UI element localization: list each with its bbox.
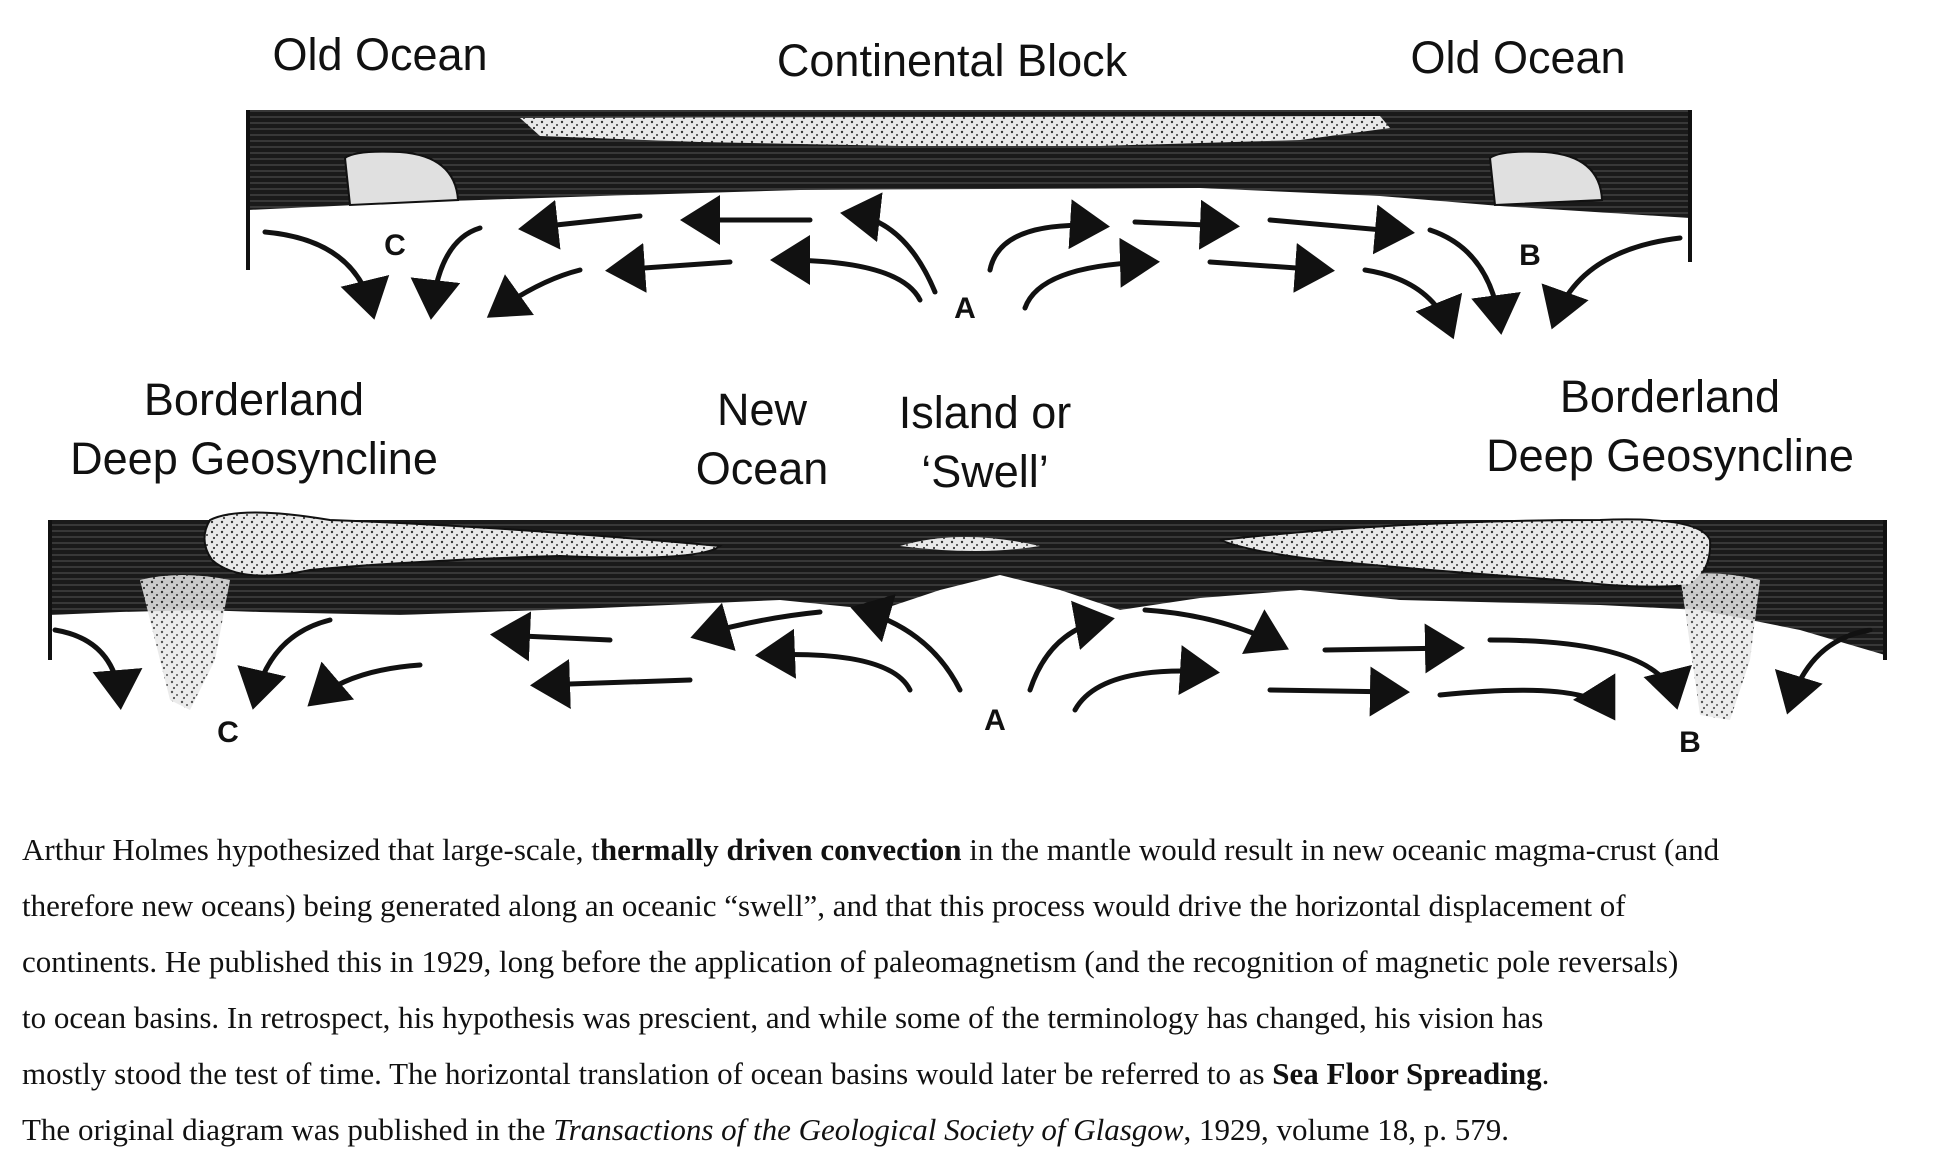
- marker-c-bottom: C: [217, 716, 239, 749]
- top-crust-layer: [246, 110, 1692, 270]
- caption-line-4: to ocean basins. In retrospect, his hypo…: [22, 1000, 1544, 1035]
- holmes-convection-diagram: Old Ocean Continental Block Old Ocean C …: [48, 29, 1887, 759]
- marker-c-top: C: [384, 229, 406, 262]
- caption-line-5-start: mostly stood the test of time. The horiz…: [22, 1056, 1273, 1091]
- label-old-ocean-right: Old Ocean: [1410, 32, 1625, 83]
- label-borderland-right-2: Deep Geosyncline: [1486, 430, 1854, 481]
- caption-line-2: therefore new oceans) being generated al…: [22, 888, 1626, 923]
- label-island-swell-1: Island or: [899, 387, 1072, 438]
- caption-line-1: Arthur Holmes hypothesized that large-sc…: [22, 832, 1719, 867]
- label-borderland-left-2: Deep Geosyncline: [70, 433, 438, 484]
- label-borderland-right-1: Borderland: [1560, 371, 1780, 422]
- caption-bold-convection: hermally driven convection: [599, 832, 962, 867]
- caption-line-1-start: Arthur Holmes hypothesized that large-sc…: [22, 832, 600, 867]
- label-continental-block: Continental Block: [777, 35, 1128, 86]
- label-borderland-left-1: Borderland: [144, 374, 364, 425]
- caption-line-5-end: .: [1541, 1056, 1550, 1091]
- top-convection-arrows: [262, 192, 1683, 340]
- label-island-swell-2: ‘Swell’: [921, 446, 1049, 497]
- bottom-crust-layer: [48, 511, 1887, 720]
- caption-bold-sea-floor-spreading: Sea Floor Spreading: [1272, 1056, 1542, 1091]
- marker-a-bottom: A: [984, 704, 1006, 737]
- caption-journal-title: Transactions of the Geological Society o…: [553, 1112, 1184, 1147]
- marker-b-bottom: B: [1679, 726, 1701, 759]
- marker-b-top: B: [1519, 239, 1541, 272]
- bottom-convection-arrows: [52, 594, 1873, 721]
- caption-line-6: The original diagram was published in th…: [22, 1112, 1509, 1147]
- label-new-ocean-2: Ocean: [696, 443, 829, 494]
- marker-a-top: A: [954, 292, 976, 325]
- caption-line-6-start: The original diagram was published in th…: [22, 1112, 554, 1147]
- label-new-ocean-1: New: [717, 384, 808, 435]
- caption-line-5: mostly stood the test of time. The horiz…: [22, 1056, 1549, 1091]
- caption-line-1-end: in the mantle would result in new oceani…: [961, 832, 1720, 867]
- caption-line-3: continents. He published this in 1929, l…: [22, 944, 1679, 979]
- caption-line-6-end: , 1929, volume 18, p. 579.: [1183, 1112, 1509, 1147]
- label-old-ocean-left: Old Ocean: [272, 29, 487, 80]
- caption: Arthur Holmes hypothesized that large-sc…: [22, 822, 1932, 1158]
